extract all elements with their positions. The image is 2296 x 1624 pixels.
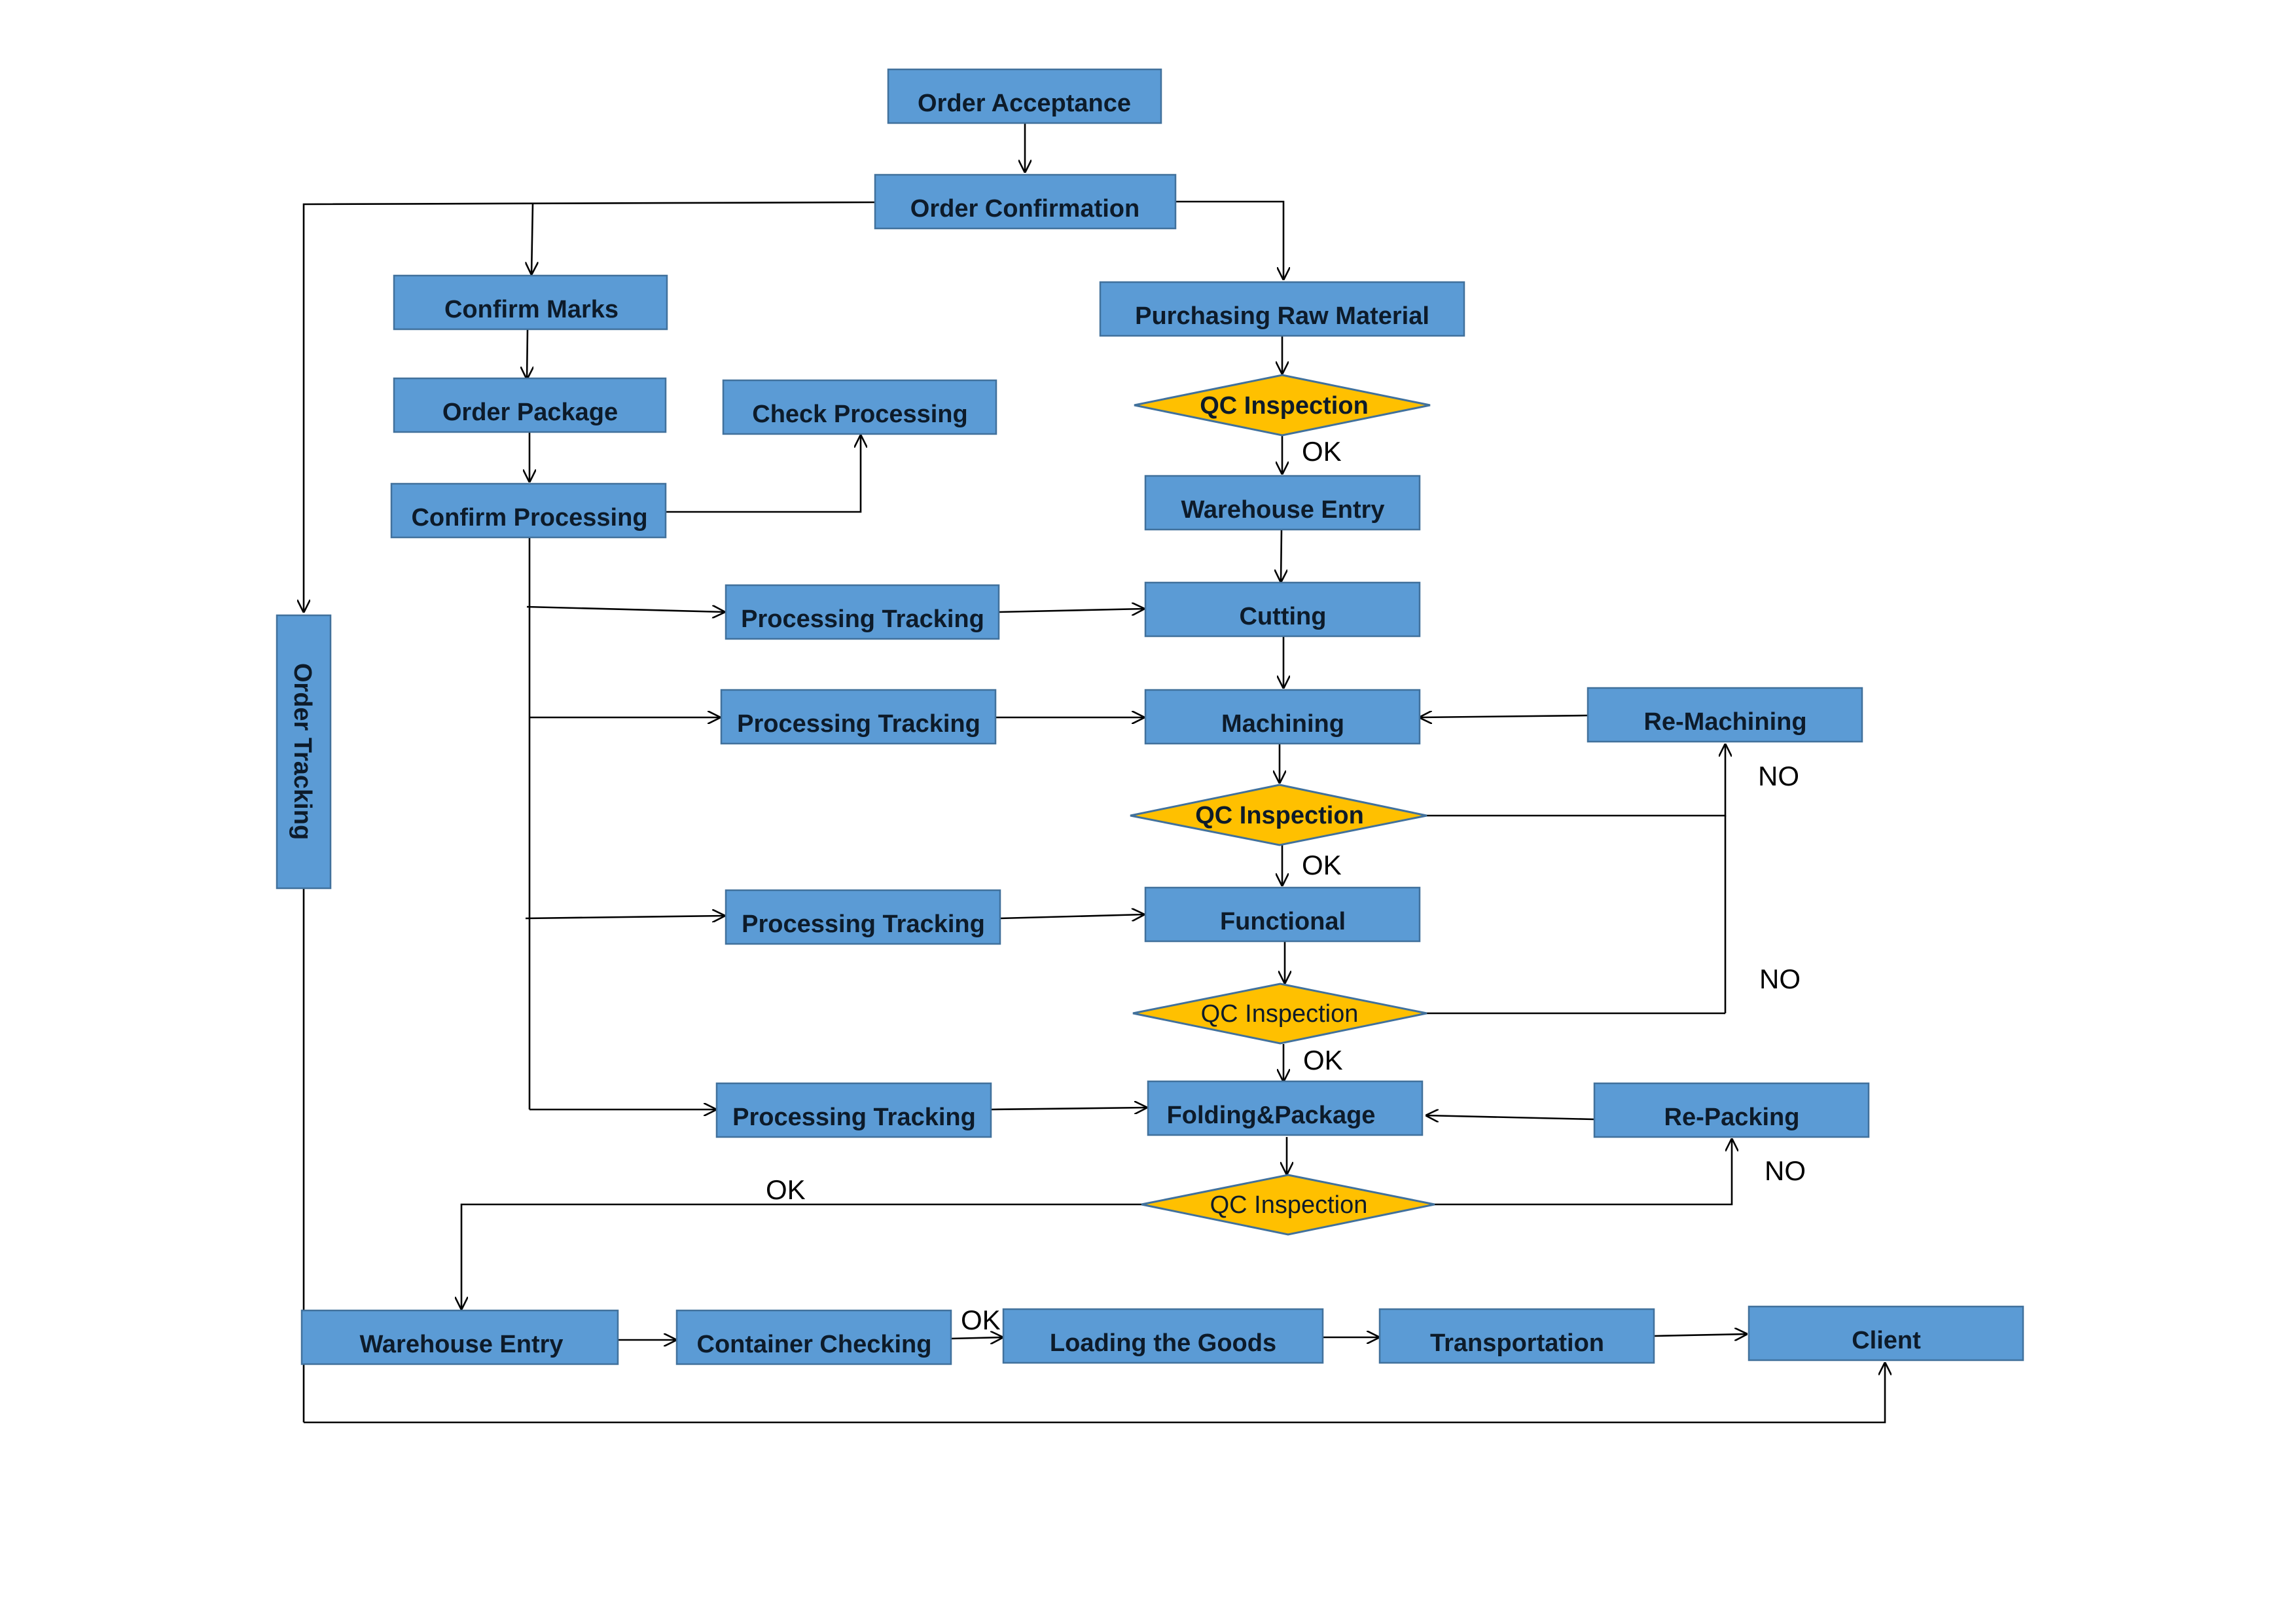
- edges: [304, 123, 1885, 1424]
- node-confirm-processing: Confirm Processing: [390, 482, 667, 539]
- node-container-checking-label: Container Checking: [697, 1331, 932, 1358]
- decision-diamonds: QC Inspection QC Inspection QC Inspectio…: [1130, 374, 1435, 1236]
- edge-tracking-3-to-functional: [999, 914, 1145, 918]
- node-qc-inspection-3-label: QC Inspection: [1201, 1000, 1359, 1028]
- node-order-acceptance-label: Order Acceptance: [918, 90, 1131, 117]
- node-qc-inspection-1-label: QC Inspection: [1200, 392, 1369, 420]
- edge-labels: OK OK OK OK OK NO NO NO: [766, 436, 1806, 1335]
- node-container-checking: Container Checking: [675, 1309, 952, 1365]
- edge-confirm-processing-to-check-processing: [666, 435, 861, 513]
- node-order-package: Order Package: [393, 377, 667, 433]
- node-transportation-label: Transportation: [1430, 1329, 1604, 1357]
- edge-warehouse-entry-to-cutting: [1281, 528, 1282, 583]
- node-re-machining-label: Re-Machining: [1643, 708, 1806, 736]
- node-processing-tracking-4-label: Processing Tracking: [732, 1104, 976, 1131]
- edge-qc4-no-to-re-packing: [1433, 1138, 1732, 1206]
- label-ok-qc4: OK: [766, 1174, 806, 1205]
- node-qc-inspection-3: QC Inspection: [1132, 983, 1427, 1045]
- node-warehouse-entry-2: Warehouse Entry: [300, 1309, 619, 1365]
- node-processing-tracking-1-label: Processing Tracking: [741, 605, 984, 633]
- edge-qc2-no-to-re-machining: [1426, 744, 1725, 817]
- node-check-processing-label: Check Processing: [752, 401, 967, 428]
- node-functional-label: Functional: [1220, 908, 1346, 935]
- node-purchasing-raw-material: Purchasing Raw Material: [1099, 281, 1465, 337]
- process-boxes: Order Acceptance Order Confirmation Conf…: [276, 68, 2024, 1365]
- node-functional: Functional: [1144, 886, 1421, 943]
- edge-confirmation-to-order-tracking: [304, 201, 877, 613]
- edge-trunk-to-tracking-3: [525, 916, 725, 918]
- node-qc-inspection-1: QC Inspection: [1134, 374, 1431, 437]
- node-confirm-marks: Confirm Marks: [393, 274, 668, 331]
- label-ok-qc2: OK: [1302, 850, 1342, 880]
- node-qc-inspection-2: QC Inspection: [1130, 784, 1427, 846]
- node-processing-tracking-2-label: Processing Tracking: [737, 710, 980, 738]
- node-processing-tracking-2: Processing Tracking: [720, 689, 997, 745]
- node-folding-package-label: Folding&Package: [1167, 1102, 1376, 1129]
- node-folding-package: Folding&Package: [1147, 1080, 1424, 1136]
- node-transportation: Transportation: [1378, 1308, 1655, 1364]
- node-confirm-processing-label: Confirm Processing: [411, 504, 647, 532]
- label-ok-container: OK: [961, 1305, 1001, 1335]
- node-order-tracking-label: Order Tracking: [289, 663, 316, 840]
- node-client-label: Client: [1852, 1327, 1921, 1354]
- node-qc-inspection-2-label: QC Inspection: [1195, 802, 1364, 829]
- node-re-packing-label: Re-Packing: [1664, 1104, 1800, 1131]
- node-check-processing: Check Processing: [722, 379, 997, 435]
- label-no-qc4: NO: [1765, 1155, 1806, 1186]
- edge-confirmation-to-purchasing: [1176, 200, 1283, 280]
- label-ok-qc1: OK: [1302, 436, 1342, 467]
- node-re-packing: Re-Packing: [1593, 1082, 1870, 1138]
- edge-tracking-1-to-cutting: [999, 609, 1145, 612]
- node-order-tracking: Order Tracking: [276, 614, 332, 890]
- node-warehouse-entry-1: Warehouse Entry: [1144, 475, 1421, 531]
- node-order-acceptance: Order Acceptance: [887, 68, 1162, 124]
- edge-trunk-to-tracking-1: [526, 607, 725, 612]
- label-ok-qc3: OK: [1303, 1045, 1343, 1075]
- node-cutting-label: Cutting: [1240, 603, 1327, 630]
- label-no-qc2: NO: [1758, 761, 1799, 791]
- node-order-confirmation: Order Confirmation: [874, 173, 1177, 230]
- node-qc-inspection-4-label: QC Inspection: [1210, 1191, 1368, 1219]
- node-warehouse-entry-1-label: Warehouse Entry: [1181, 496, 1384, 524]
- edge-container-checking-to-loading: [950, 1337, 1003, 1339]
- node-warehouse-entry-2-label: Warehouse Entry: [359, 1331, 563, 1358]
- node-re-machining: Re-Machining: [1587, 687, 1863, 743]
- edge-re-packing-to-folding: [1426, 1115, 1595, 1119]
- node-processing-tracking-1: Processing Tracking: [725, 584, 1000, 640]
- node-confirm-marks-label: Confirm Marks: [444, 296, 619, 323]
- node-processing-tracking-3: Processing Tracking: [725, 889, 1001, 945]
- edge-tracking-4-to-folding: [990, 1108, 1147, 1110]
- node-client: Client: [1748, 1305, 2024, 1362]
- node-machining-label: Machining: [1221, 710, 1344, 738]
- edge-confirm-marks-to-order-package: [527, 329, 528, 380]
- label-no-qc3: NO: [1759, 964, 1801, 994]
- node-machining: Machining: [1144, 689, 1421, 745]
- node-purchasing-raw-material-label: Purchasing Raw Material: [1135, 302, 1429, 330]
- edge-confirmation-to-confirm-marks: [531, 202, 533, 275]
- node-order-confirmation-label: Order Confirmation: [910, 195, 1139, 223]
- edge-qc4-ok-to-warehouse-entry: [461, 1203, 1145, 1310]
- edge-re-machining-to-machining: [1419, 715, 1588, 717]
- node-loading-the-goods-label: Loading the Goods: [1050, 1329, 1276, 1357]
- node-qc-inspection-4: QC Inspection: [1141, 1174, 1435, 1236]
- node-order-package-label: Order Package: [442, 399, 618, 426]
- node-processing-tracking-4: Processing Tracking: [715, 1082, 992, 1138]
- node-cutting: Cutting: [1144, 581, 1421, 638]
- node-processing-tracking-3-label: Processing Tracking: [742, 911, 985, 938]
- edge-transportation-to-client: [1653, 1334, 1748, 1336]
- edge-order-tracking-to-client: [304, 1362, 1885, 1424]
- node-loading-the-goods: Loading the Goods: [1002, 1308, 1324, 1364]
